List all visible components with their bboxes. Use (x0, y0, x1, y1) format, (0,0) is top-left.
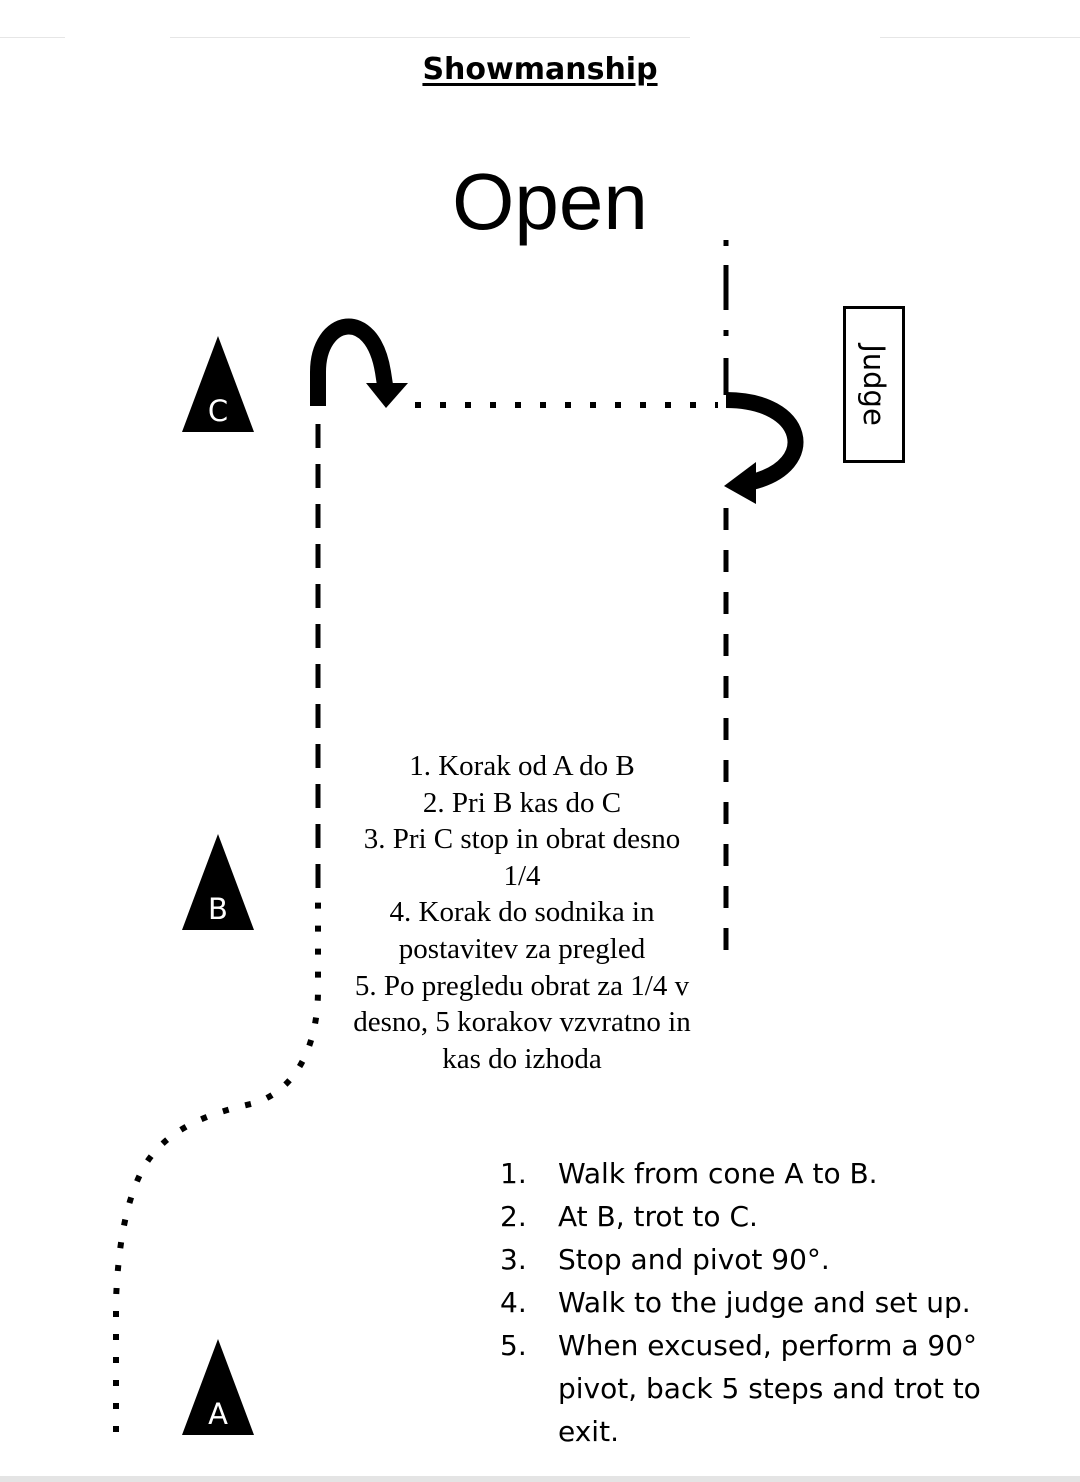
english-step: 1. Walk from cone A to B. (500, 1152, 1040, 1195)
class-level-heading: Open (452, 157, 648, 246)
judge-label: Judge (857, 343, 891, 426)
cone-a-marker (182, 1339, 254, 1435)
slovene-instructions: 1. Korak od A do B 2. Pri B kas do C 3. … (352, 748, 692, 1077)
cone-a-label: A (208, 1397, 228, 1431)
english-step: 2. At B, trot to C. (500, 1195, 1040, 1238)
cone-c-label: C (207, 394, 229, 428)
step-number: 1. (500, 1157, 527, 1190)
pivot-arrowhead-judge (724, 462, 756, 504)
step-text: Walk to the judge and set up. (558, 1286, 971, 1319)
scan-line (880, 37, 1080, 38)
cone-b-marker (182, 834, 254, 930)
judge-box: Judge (843, 306, 905, 463)
step-text: Walk from cone A to B. (558, 1157, 878, 1190)
slovene-step: 5. Po pregledu obrat za 1/4 v desno, 5 k… (353, 969, 691, 1075)
step-number: 5. (500, 1329, 527, 1362)
step-text: When excused, perform a 90° pivot, back … (558, 1329, 981, 1448)
step-number: 4. (500, 1286, 527, 1319)
english-step: 5. When excused, perform a 90° pivot, bac… (500, 1324, 1040, 1453)
pivot-arrow-at-judge (725, 392, 804, 490)
english-instructions: 1. Walk from cone A to B. 2. At B, trot to… (500, 1152, 1040, 1453)
page-title: Showmanship (422, 52, 658, 87)
slovene-step: 3. Pri C stop in obrat desno 1/4 (363, 823, 681, 892)
english-step: 4. Walk to the judge and set up. (500, 1281, 1040, 1324)
bottom-edge (0, 1476, 1080, 1482)
pivot-arrow-at-c (310, 318, 393, 406)
slovene-step: 2. Pri B kas do C (422, 786, 622, 819)
cone-c-marker (182, 336, 254, 432)
slovene-step: 1. Korak od A do B (409, 750, 635, 782)
step-text: Stop and pivot 90°. (558, 1243, 830, 1276)
slovene-step: 4. Korak do sodnika in postavitev za pre… (389, 896, 655, 965)
step-number: 3. (500, 1243, 527, 1276)
pivot-arrowhead-c (366, 383, 408, 408)
step-number: 2. (500, 1200, 527, 1233)
scan-line (170, 37, 690, 38)
english-step: 3. Stop and pivot 90°. (500, 1238, 1040, 1281)
scan-line (0, 37, 65, 38)
step-text: At B, trot to C. (558, 1200, 758, 1233)
cone-b-label: B (208, 892, 228, 926)
